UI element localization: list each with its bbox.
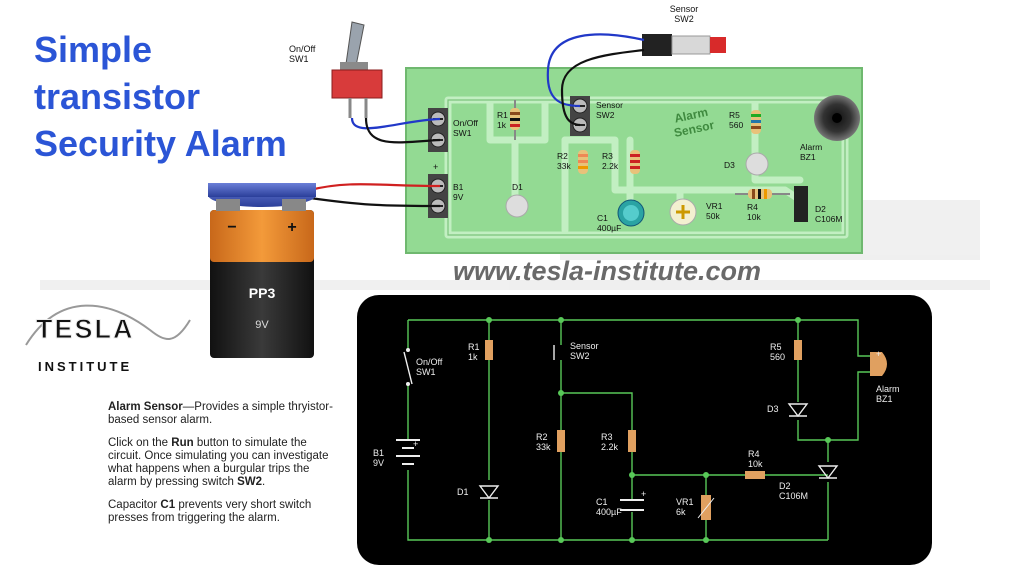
logo-brand: TESLA <box>36 314 135 344</box>
website-url: www.tesla-institute.com <box>453 256 762 286</box>
wires <box>309 33 645 208</box>
pcb-label-d1: D1 <box>512 182 523 192</box>
pcb-label-d3: D3 <box>724 160 735 170</box>
title-line-2: transistor <box>34 76 201 117</box>
sch-label-b1-plus: + <box>413 439 418 449</box>
terminal-b1 <box>428 174 448 218</box>
page-title: Simple transistor Security Alarm <box>34 26 287 167</box>
description: Alarm Sensor—Provides a simple thryistor… <box>108 401 333 535</box>
pcb-resistor-r5 <box>751 110 761 134</box>
battery-pp3: − + PP3 9V <box>208 183 316 358</box>
pcb-resistor-r3 <box>630 150 640 174</box>
pcb-resistor-r2 <box>578 150 588 174</box>
pcb-led-d3 <box>745 152 769 176</box>
terminal-sw2 <box>570 96 590 136</box>
terminal-sw1 <box>428 108 448 152</box>
sch-label-c1-plus: + <box>641 489 646 499</box>
desc-paragraph-3: Capacitor C1 prevents very short switch … <box>108 499 312 524</box>
svg-text:+: + <box>287 219 296 236</box>
pcb-led-d1 <box>505 194 529 218</box>
tesla-logo: TESLA INSTITUTE <box>25 304 191 374</box>
pcb-buzzer-bz1 <box>814 95 860 141</box>
pcb-resistor-r4 <box>735 189 790 199</box>
battery-model: PP3 <box>249 285 276 301</box>
battery-voltage: 9V <box>255 319 269 331</box>
sch-label-d1: D1 <box>457 487 469 497</box>
toggle-switch-sw1 <box>331 21 383 118</box>
desc-paragraph-1: Alarm Sensor—Provides a simple thryistor… <box>108 401 333 426</box>
desc-paragraph-2: Click on the Run button to simulate the … <box>108 437 329 488</box>
title-line-3: Security Alarm <box>34 123 287 164</box>
pcb-label-plus: + <box>433 162 438 172</box>
push-button-sw2 <box>642 34 726 56</box>
pcb-capacitor-c1 <box>617 199 645 227</box>
title-line-1: Simple <box>34 29 153 70</box>
logo-sub: INSTITUTE <box>38 359 132 374</box>
pcb-pot-vr1 <box>669 198 697 226</box>
sch-label-d3: D3 <box>767 404 779 414</box>
pcb-thyristor-d2 <box>794 186 808 222</box>
svg-text:−: − <box>227 219 236 236</box>
svg-text:Alarm: Alarm <box>673 105 709 126</box>
sch-label-bz1-plus: + <box>876 349 881 359</box>
pcb-resistor-r1 <box>510 100 520 140</box>
